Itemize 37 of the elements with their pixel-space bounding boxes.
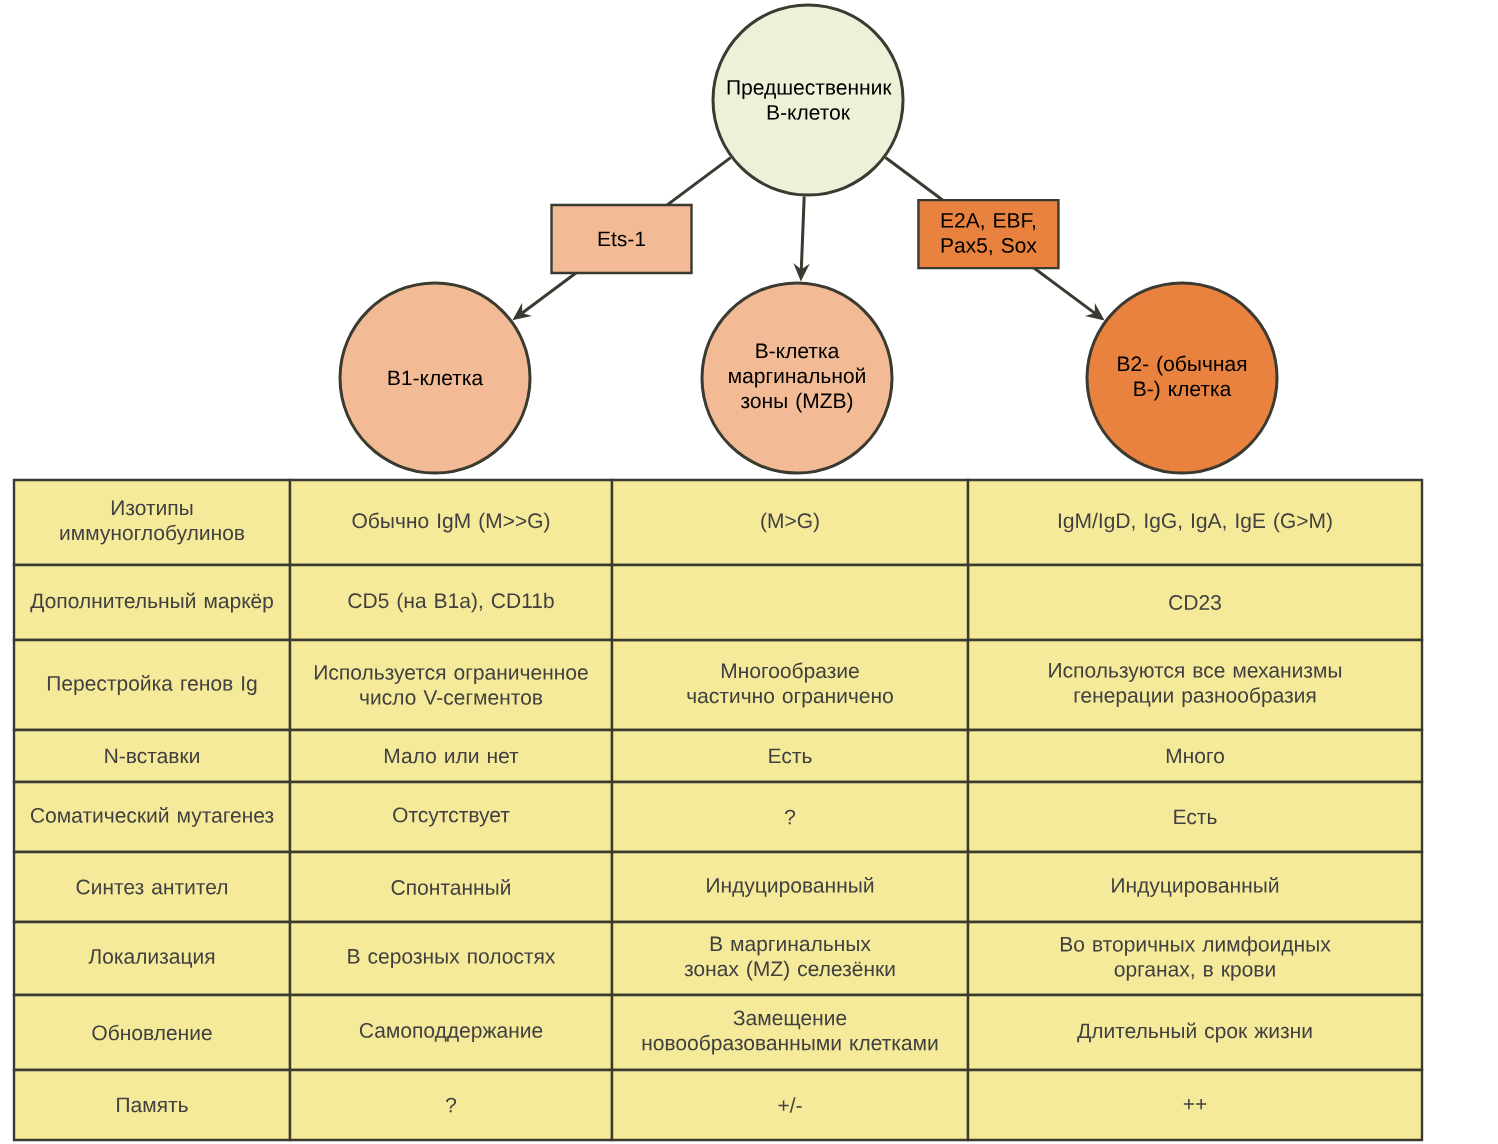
table-cell: Дополнительный маркёр [12,563,292,642]
table-cell: Индуцированный [966,850,1424,924]
table-cell: Много [966,728,1424,784]
table-cell: Есть [610,728,970,784]
table-cell: Обычно IgM (M>>G) [288,478,614,567]
edge-label: E2A, EBF, Pax5, Sox [917,198,1060,270]
table-cell: Изотипы иммуноглобулинов [12,478,292,567]
table-cell: Мало или нет [288,728,614,784]
table-cell: Спонтанный [288,850,614,924]
table-cell: Многообразие частично ограничено [610,638,970,732]
table-cell: Используется ограниченное число V-сегментов [288,638,614,732]
table-cell: Отсутствует [288,780,614,854]
table-cell: IgM/IgD, IgG, IgA, IgE (G>M) [966,478,1424,567]
table-cell: N-вставки [12,728,292,784]
table-cell: Во вторичных лимфоидных органах, в крови [966,920,1424,997]
table-cell: Индуцированный [610,850,970,924]
edge-label: Ets-1 [550,203,693,275]
table-cell: +/- [610,1068,970,1142]
table-cell: Соматический мутагенез [12,780,292,854]
table-cell: Используются все механизмы генерации разнообразия [966,638,1424,732]
table-cell: Память [12,1068,292,1142]
table-cell: (M>G) [610,478,970,567]
table-cell: ? [288,1068,614,1142]
table-cell: ++ [966,1068,1424,1142]
table-cell: Синтез антител [12,850,292,924]
table-cell: Есть [966,780,1424,854]
table-cell: ? [610,780,970,854]
table-cell: Замещение новообразованными клетками [610,993,970,1072]
table-cell: В маргинальных зонах (MZ) селезёнки [610,920,970,997]
table-cell: CD5 (на B1a), CD11b [288,563,614,642]
table-cell: Самоподдержание [288,993,614,1072]
table-cell: Обновление [12,993,292,1072]
table-cell: Перестройка генов Ig [12,638,292,732]
table-cell: В серозных полостях [288,920,614,997]
table-cell: Длительный срок жизни [966,993,1424,1072]
table-cell: CD23 [966,563,1424,642]
table-cell: Локализация [12,920,292,997]
